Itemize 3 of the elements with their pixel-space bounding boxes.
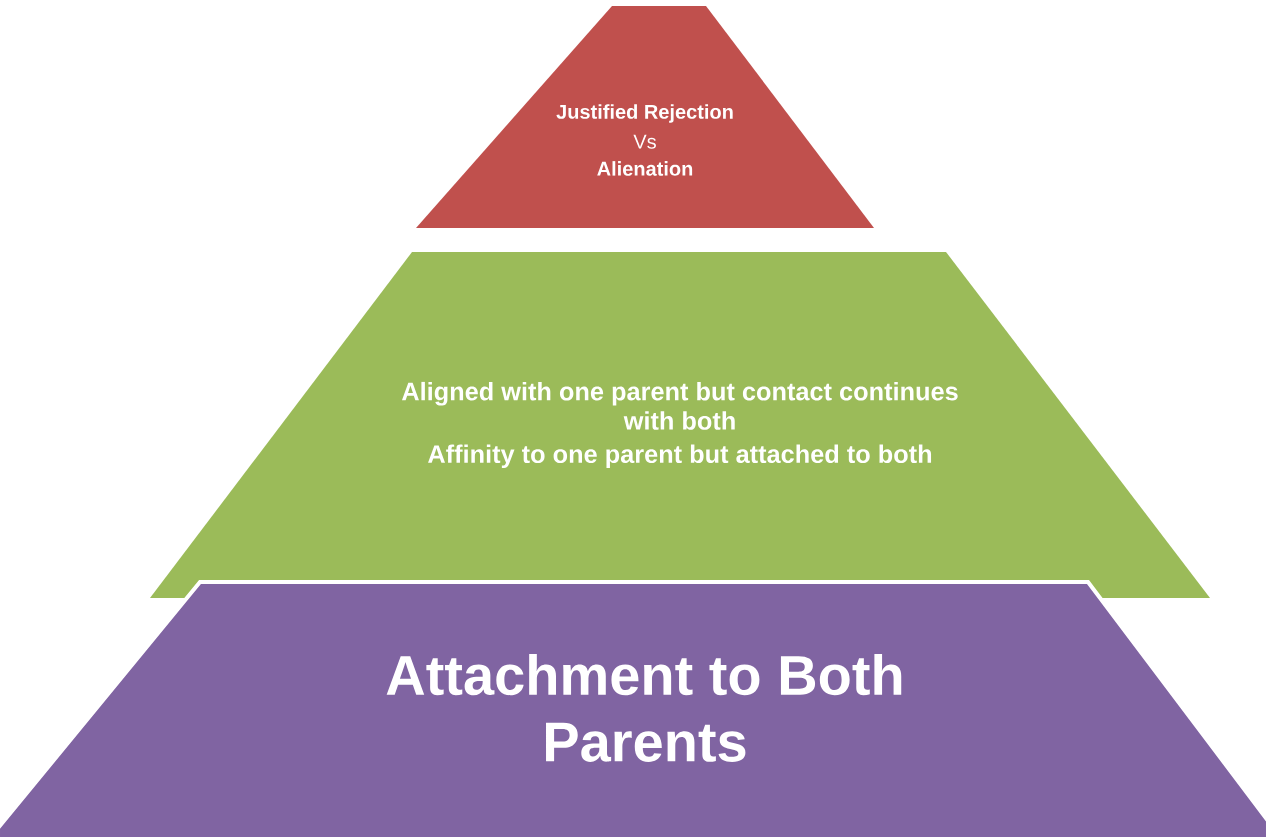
pyramid-tier: Aligned with one parent but contact continues with both Affinity to one parent but attached to both xyxy=(150,252,1210,598)
pyramid-tier: Attachment to Both Parents xyxy=(0,580,1266,837)
pyramid-tier: Justified Rejection Vs Alienation xyxy=(416,6,874,228)
